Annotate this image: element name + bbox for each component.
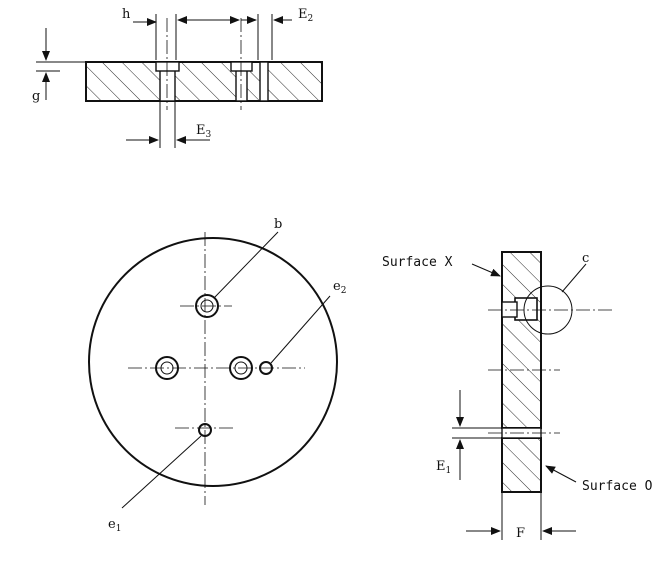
side-view: Surface X c E1 Surface O F (382, 251, 653, 541)
section-hole-right (259, 61, 269, 102)
label-surface-o: Surface O (582, 479, 653, 494)
label-E1: E1 (436, 459, 451, 476)
label-E2: E2 (298, 7, 313, 24)
section-view: h E2 g E3 (32, 7, 323, 148)
side-counterbore-step (501, 301, 518, 318)
hole-left (155, 356, 179, 380)
plan-view: b e2 e1 (88, 217, 346, 534)
label-F: F (516, 526, 525, 541)
label-E3: E3 (196, 123, 212, 140)
label-surface-x: Surface X (382, 255, 453, 270)
label-e1: e1 (108, 517, 121, 534)
section-counterbore-left (155, 61, 180, 72)
hole-b (195, 294, 219, 318)
label-b: b (274, 217, 282, 232)
hole-e1 (198, 423, 212, 437)
hole-right (229, 356, 253, 380)
side-body-lower (501, 437, 542, 493)
section-plate (85, 61, 323, 102)
label-g: g (32, 89, 40, 104)
label-h: h (122, 7, 131, 22)
side-body-upper (501, 251, 542, 429)
section-counterbore-middle (230, 61, 253, 72)
label-e2: e2 (333, 279, 346, 296)
label-c: c (582, 251, 589, 266)
disc-outline (88, 237, 338, 487)
hole-e2 (259, 361, 273, 375)
